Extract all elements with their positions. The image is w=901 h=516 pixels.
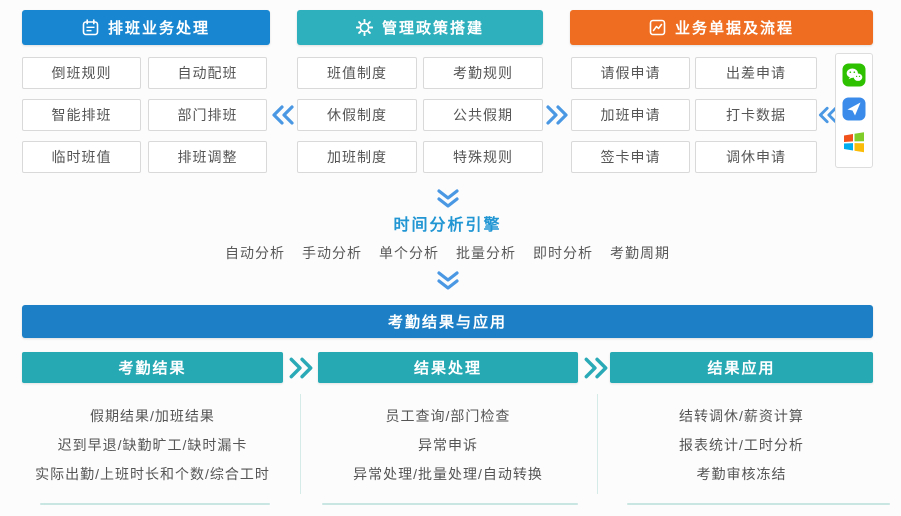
- engine-mode: 单个分析: [379, 245, 439, 261]
- engine-mode: 自动分析: [225, 245, 285, 261]
- result-row: 异常申诉: [418, 436, 478, 453]
- calendar-icon: [82, 19, 99, 36]
- results-subheader-attendance: 考勤结果: [22, 352, 283, 383]
- chevron-double-left-icon: [269, 103, 297, 127]
- result-row: 报表统计/工时分析: [679, 436, 804, 453]
- node: 签卡申请: [571, 141, 690, 173]
- engine-mode: 考勤周期: [610, 245, 670, 261]
- result-row: 员工查询/部门检查: [385, 407, 511, 424]
- node: 请假申请: [571, 57, 690, 89]
- chevron-double-down-icon: [22, 270, 873, 292]
- cutoff-box-top-line: [40, 503, 270, 505]
- node: 部门排班: [148, 99, 267, 131]
- node: 排班调整: [148, 141, 267, 173]
- cutoff-box-top-line: [627, 503, 890, 505]
- node: 考勤规则: [423, 57, 543, 89]
- section-header-policy: 管理政策搭建: [297, 10, 543, 45]
- results-list-application: 结转调休/薪资计算 报表统计/工时分析 考勤审核冻结: [610, 401, 873, 488]
- section-title: 业务单据及流程: [674, 20, 794, 37]
- node: 智能排班: [22, 99, 141, 131]
- chevron-double-right-icon: [285, 356, 317, 380]
- engine-mode: 批量分析: [456, 245, 516, 261]
- node: 出差申请: [695, 57, 817, 89]
- results-list-attendance: 假期结果/加班结果 迟到早退/缺勤旷工/缺时漏卡 实际出勤/上班时长和个数/综合…: [22, 401, 283, 488]
- policy-grid: 班值制度 考勤规则 休假制度 公共假期 加班制度 特殊规则: [297, 57, 543, 173]
- cutoff-box-top-line: [322, 503, 578, 505]
- result-row: 异常处理/批量处理/自动转换: [353, 465, 543, 482]
- node: 打卡数据: [695, 99, 817, 131]
- result-row: 结转调休/薪资计算: [679, 407, 804, 424]
- node: 倒班规则: [22, 57, 141, 89]
- result-row: 实际出勤/上班时长和个数/综合工时: [35, 465, 270, 482]
- engine-mode: 手动分析: [302, 245, 362, 261]
- documents-grid: 请假申请 出差申请 加班申请 打卡数据 签卡申请 调休申请: [571, 57, 817, 173]
- result-row: 迟到早退/缺勤旷工/缺时漏卡: [57, 436, 248, 453]
- results-list-processing: 员工查询/部门检查 异常申诉 异常处理/批量处理/自动转换: [318, 401, 578, 488]
- node: 自动配班: [148, 57, 267, 89]
- external-apps-panel: [835, 53, 873, 168]
- windows-logo-icon: [843, 131, 865, 158]
- form-icon: [649, 19, 666, 36]
- paper-plane-app-icon: [842, 97, 866, 126]
- section-header-scheduling: 排班业务处理: [22, 10, 270, 45]
- section-title: 排班业务处理: [107, 20, 210, 37]
- node: 调休申请: [695, 141, 817, 173]
- node: 临时班值: [22, 141, 141, 173]
- chevron-double-down-icon: [22, 188, 873, 210]
- node: 加班申请: [571, 99, 690, 131]
- node: 加班制度: [297, 141, 417, 173]
- gear-icon: [355, 19, 373, 36]
- results-banner: 考勤结果与应用: [22, 305, 873, 338]
- engine-modes: 自动分析 手动分析 单个分析 批量分析 即时分析 考勤周期: [22, 243, 873, 263]
- node: 休假制度: [297, 99, 417, 131]
- results-subheader-processing: 结果处理: [318, 352, 578, 383]
- section-title: 管理政策搭建: [381, 20, 484, 37]
- scheduling-grid: 倒班规则 自动配班 智能排班 部门排班 临时班值 排班调整: [22, 57, 267, 173]
- column-divider: [300, 394, 301, 494]
- node: 公共假期: [423, 99, 543, 131]
- result-row: 考勤审核冻结: [696, 465, 787, 482]
- chevron-double-right-icon: [580, 356, 612, 380]
- result-row: 假期结果/加班结果: [90, 407, 215, 424]
- node: 特殊规则: [423, 141, 543, 173]
- section-header-documents: 业务单据及流程: [570, 10, 873, 45]
- wechat-icon: [842, 63, 866, 92]
- chevron-double-right-icon: [543, 103, 571, 127]
- chevron-double-left-icon: [814, 103, 842, 127]
- engine-title: 时间分析引擎: [393, 217, 502, 234]
- node: 班值制度: [297, 57, 417, 89]
- results-subheader-application: 结果应用: [610, 352, 873, 383]
- column-divider: [597, 394, 598, 494]
- engine-mode: 即时分析: [533, 245, 593, 261]
